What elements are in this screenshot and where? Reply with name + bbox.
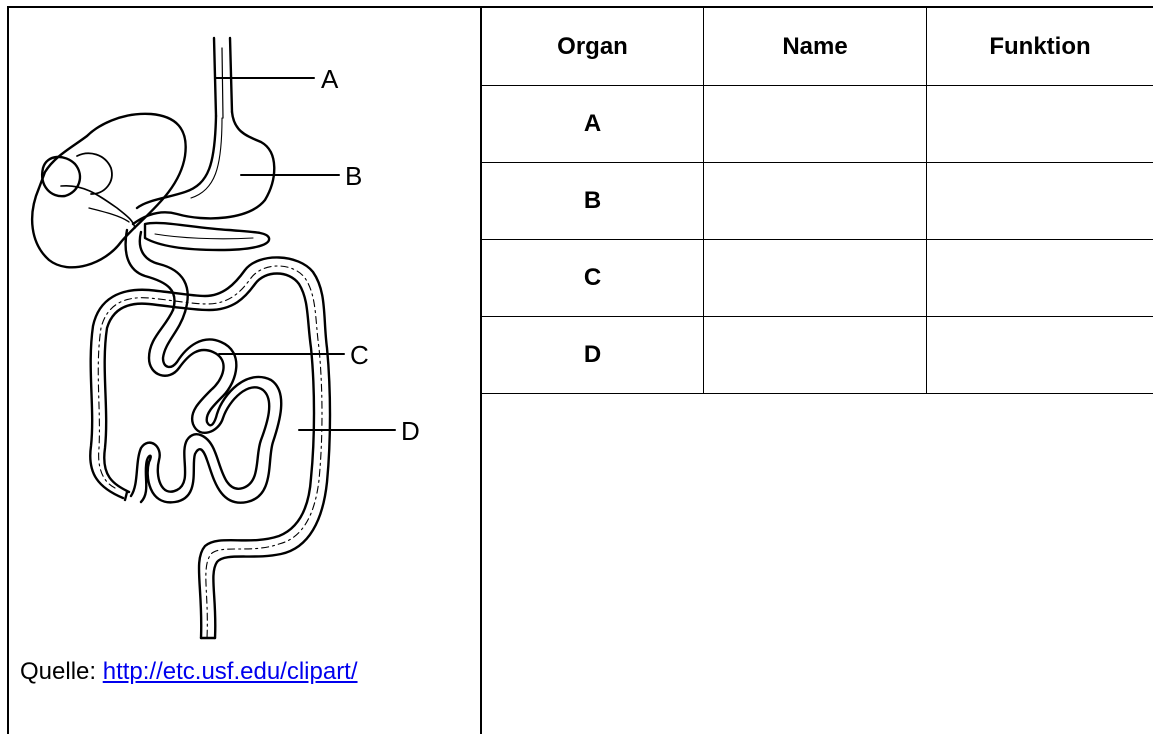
funktion-cell[interactable] [927,240,1153,317]
name-cell[interactable] [704,163,927,240]
table-row: B [482,163,1153,240]
funktion-cell[interactable] [927,317,1153,394]
label-c: C [350,340,369,370]
digestive-system-diagram: A B C D [9,8,481,658]
header-funktion: Funktion [927,8,1153,86]
small-intestine-shape [131,310,281,503]
table-row: D [482,317,1153,394]
source-prefix: Quelle: [20,658,103,685]
rectum-shape [125,492,127,500]
organ-cell: A [482,86,704,163]
funktion-cell[interactable] [927,86,1153,163]
organ-cell: B [482,163,704,240]
organ-cell: C [482,240,704,317]
table-row: A [482,86,1153,163]
table-header-row: Organ Name Funktion [482,8,1153,86]
label-b: B [345,161,362,191]
name-cell[interactable] [704,240,927,317]
gallbladder-shape [42,153,112,196]
organ-cell: D [482,317,704,394]
diagram-cell: A B C D Quelle: http://etc.usf.edu/clipa… [9,8,481,734]
pancreas-shape [145,223,269,250]
funktion-cell[interactable] [927,163,1153,240]
label-d: D [401,416,420,446]
header-name: Name [704,8,927,86]
name-cell[interactable] [704,317,927,394]
organ-table: Organ Name Funktion A B C D [482,8,1153,394]
source-citation: Quelle: http://etc.usf.edu/clipart/ [20,658,358,686]
source-link[interactable]: http://etc.usf.edu/clipart/ [103,658,358,685]
table-row: C [482,240,1153,317]
name-cell[interactable] [704,86,927,163]
label-a: A [321,64,339,94]
header-organ: Organ [482,8,704,86]
colon-shape [90,257,330,638]
